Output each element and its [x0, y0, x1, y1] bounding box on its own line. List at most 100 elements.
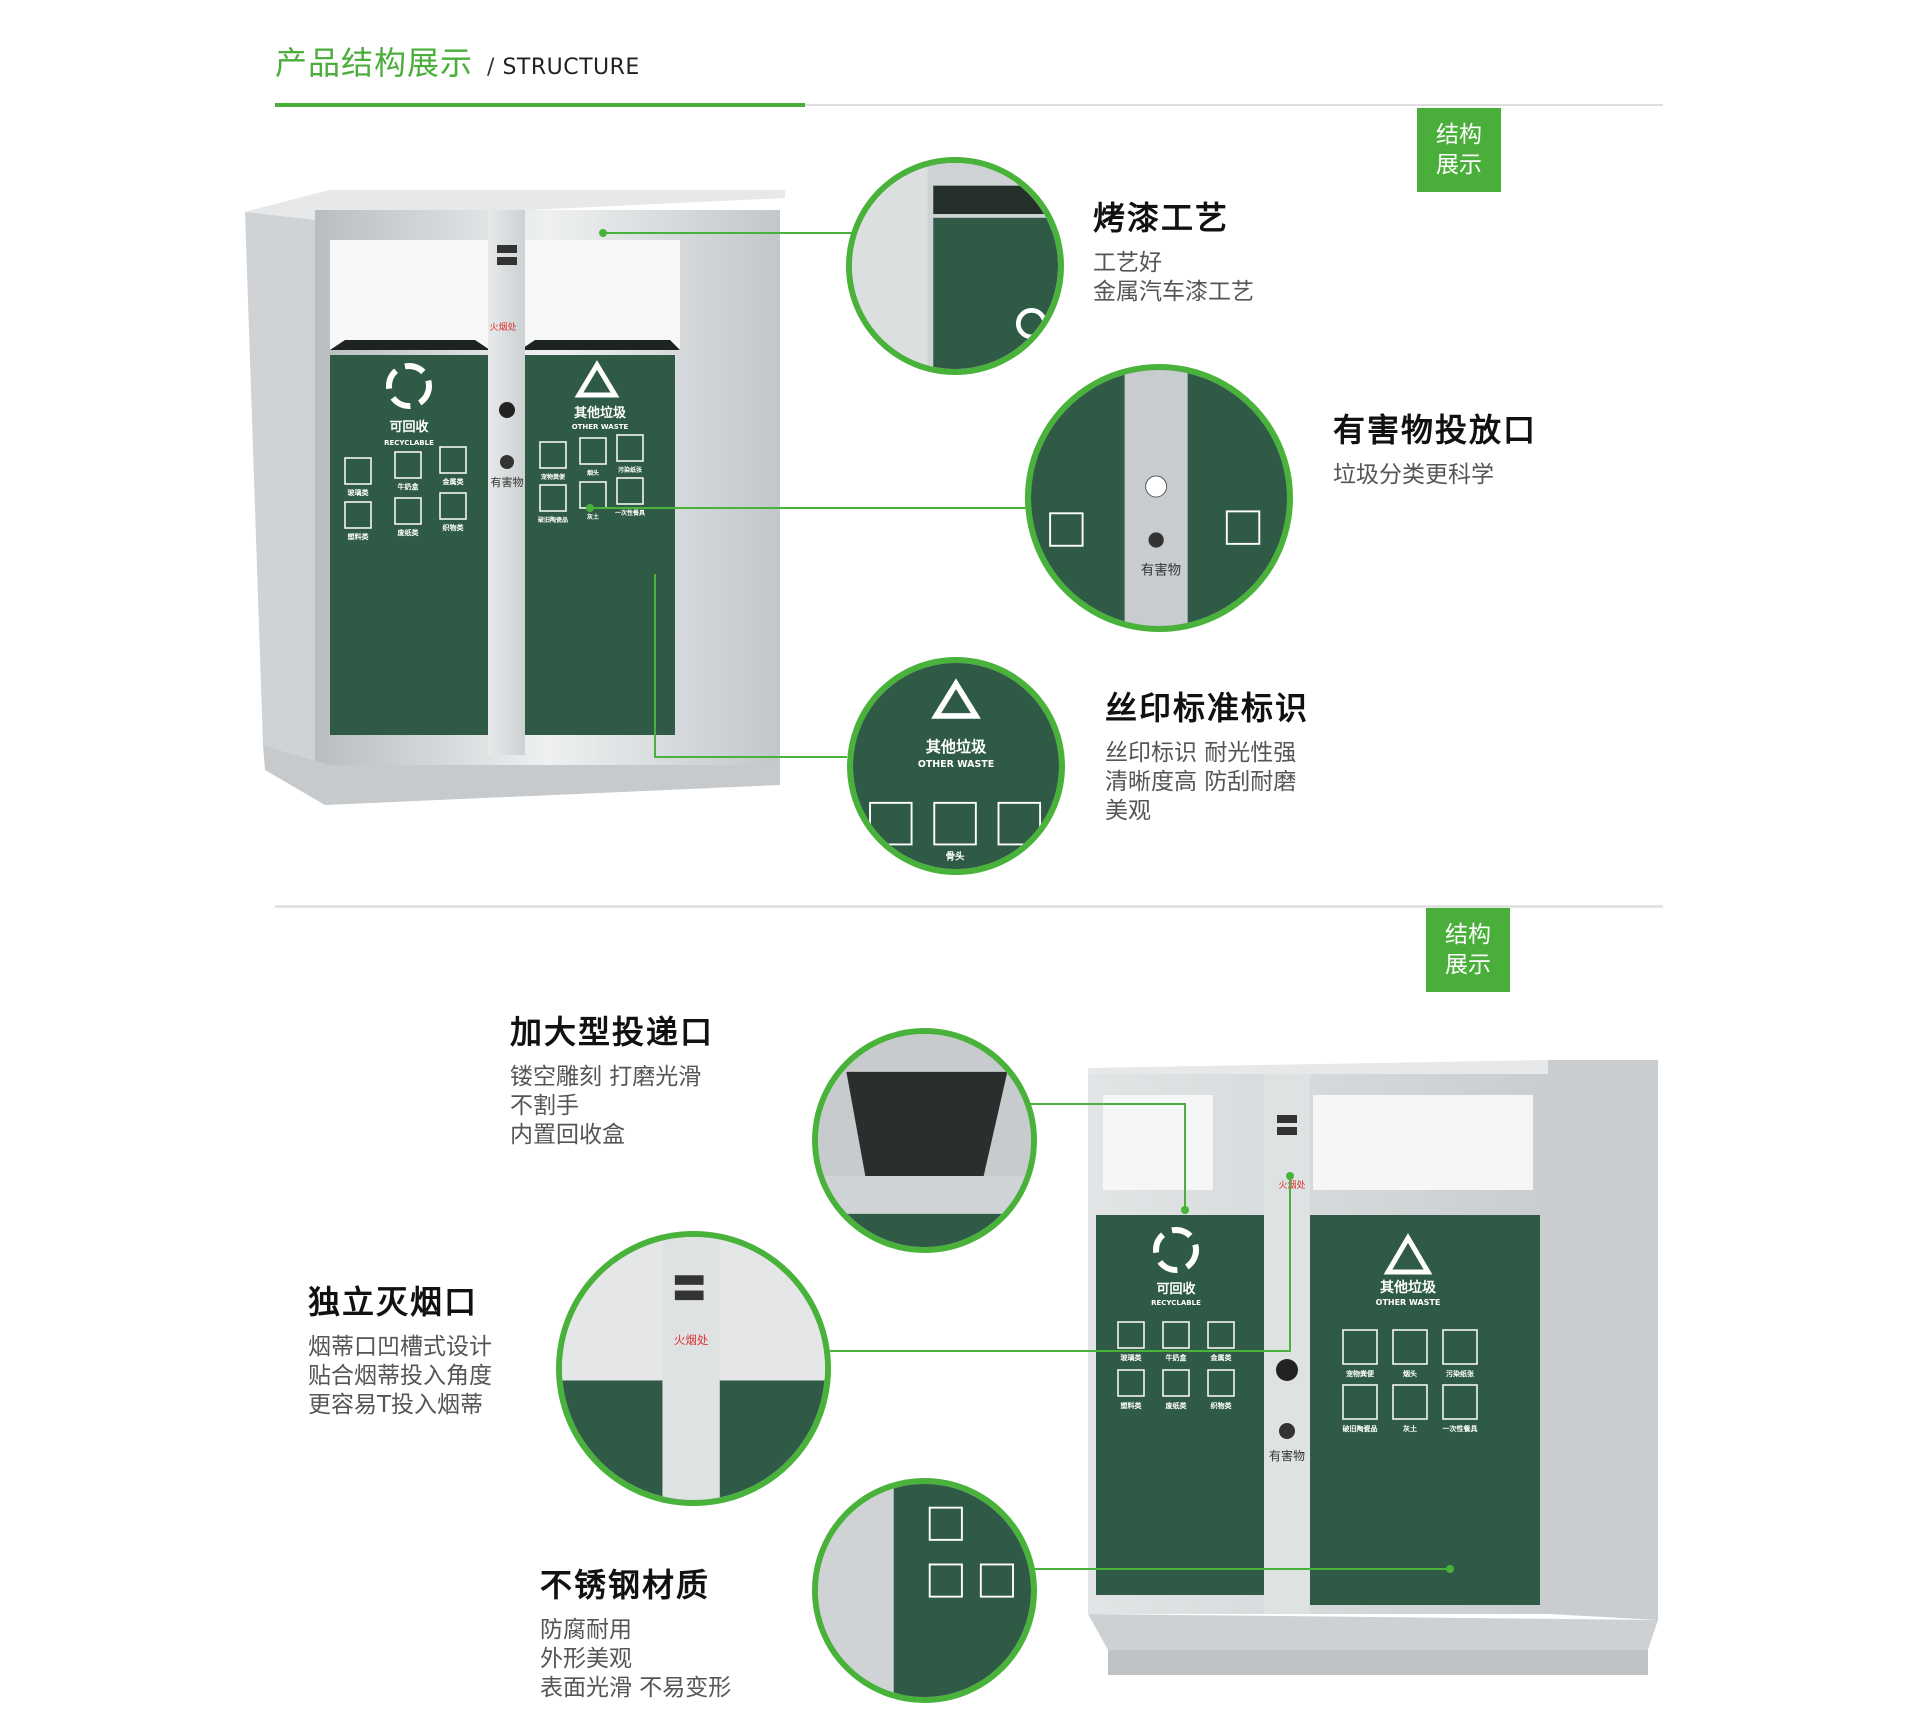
callout-dot [1286, 1172, 1294, 1180]
badge-line: 结构 [1445, 922, 1491, 948]
callout-dot [1446, 1565, 1454, 1573]
print-detail-drawing: 其他垃圾 OTHER WASTE 骨头 [853, 663, 1059, 869]
detail-circle-hazard: 有害物 [1025, 364, 1293, 632]
section-divider [275, 905, 1663, 908]
feature-paint: 烤漆工艺 工艺好 金属汽车漆工艺 [1093, 193, 1254, 307]
bin-item-label: 宠物粪便 [541, 473, 566, 481]
section-header: 产品结构展示 / STRUCTURE [275, 38, 640, 84]
bin-recyclable-label-cn: 可回收 [389, 419, 429, 435]
print-zoom-label-en: OTHER WASTE [918, 759, 994, 770]
bin-drawing-bottom: 可回收 RECYCLABLE 玻璃类 牛奶盒 金属类 塑料类 废纸类 织物类 其… [1088, 1060, 1658, 1675]
bin-item-label: 塑料类 [348, 532, 370, 541]
detail-circle-print: 其他垃圾 OTHER WASTE 骨头 [847, 657, 1065, 875]
bin-other-label-cn: 其他垃圾 [574, 405, 627, 421]
feature-line: 美观 [1105, 798, 1151, 824]
badge-line: 结构 [1436, 122, 1482, 148]
print-zoom-label-cn: 其他垃圾 [926, 738, 987, 756]
callout-line [1289, 1176, 1291, 1352]
structure-badge-top: 结构 展示 [1417, 108, 1501, 192]
feature-line: 防腐耐用 [540, 1617, 632, 1643]
feature-title: 独立灭烟口 [308, 1283, 479, 1321]
callout-line [1030, 1103, 1185, 1105]
badge-line: 展示 [1445, 952, 1491, 978]
ashtray-zoom-label: 火烟处 [674, 1333, 709, 1347]
bin-item-label: 金属类 [1210, 1353, 1233, 1362]
opening-detail-drawing [818, 1034, 1031, 1247]
feature-large-opening: 加大型投递口 镂空雕刻 打磨光滑 不割手 内置回收盒 [510, 1007, 714, 1150]
bin-item-label: 烟头 [587, 469, 599, 477]
bin-illustration-bottom: 可回收 RECYCLABLE 玻璃类 牛奶盒 金属类 塑料类 废纸类 织物类 其… [1088, 1060, 1658, 1680]
bin-item-label: 玻璃类 [348, 488, 370, 497]
feature-title: 烤漆工艺 [1093, 199, 1230, 237]
detail-circle-opening [812, 1028, 1037, 1253]
bin-item-label: 灰土 [1403, 1424, 1417, 1433]
callout-line [1028, 1568, 1448, 1570]
ashtray-detail-drawing: 火烟处 [562, 1237, 825, 1500]
bin-smoke-label: 火烟处 [489, 321, 516, 333]
bin-item-label: 烟头 [1403, 1369, 1417, 1378]
bin-item-label: 破旧陶瓷品 [538, 516, 568, 524]
detail-circle-paint [846, 157, 1064, 375]
feature-line: 工艺好 [1093, 250, 1162, 276]
header-rule-accent [275, 103, 805, 107]
feature-line: 丝印标识 耐光性强 [1105, 740, 1297, 766]
bin-other-label-cn: 其他垃圾 [1380, 1279, 1437, 1296]
bin-item-label: 宠物粪便 [1346, 1369, 1375, 1378]
feature-line: 更容易T投入烟蒂 [308, 1392, 484, 1418]
bin-item-label: 污染纸张 [618, 466, 643, 474]
feature-title: 丝印标准标识 [1105, 689, 1310, 727]
bin-item-label: 一次性餐具 [1443, 1424, 1478, 1433]
bin-recyclable-label-cn: 可回收 [1156, 1281, 1196, 1297]
detail-circle-steel [812, 1478, 1037, 1703]
bin-item-label: 破旧陶瓷品 [1343, 1424, 1378, 1433]
print-zoom-item: 骨头 [946, 851, 965, 863]
feature-hazard-slot: 有害物投放口 垃圾分类更科学 [1333, 405, 1537, 490]
bin-item-label: 玻璃类 [1121, 1353, 1143, 1362]
detail-circle-ashtray: 火烟处 [556, 1231, 831, 1506]
section-title-cn: 产品结构展示 [275, 44, 474, 82]
title-separator: / [487, 55, 495, 80]
bin-item-label: 灰土 [587, 513, 599, 521]
bin-item-label: 污染纸张 [1446, 1369, 1475, 1378]
header-rule [275, 104, 1663, 106]
bin-hazard-label: 有害物 [1269, 1448, 1305, 1463]
bin-item-label: 金属类 [442, 477, 465, 486]
callout-line [654, 756, 847, 758]
bin-item-label: 一次性餐具 [615, 509, 645, 517]
section-title-en: STRUCTURE [502, 55, 640, 80]
bin-item-label: 塑料类 [1121, 1401, 1143, 1410]
badge-line: 展示 [1436, 152, 1482, 178]
callout-line [590, 507, 1032, 509]
feature-line: 不割手 [510, 1093, 579, 1119]
bin-other-label-en: OTHER WASTE [1376, 1298, 1441, 1307]
bin-item-label: 废纸类 [1166, 1401, 1188, 1410]
bin-recyclable-label-en: RECYCLABLE [384, 439, 434, 447]
feature-line: 表面光滑 不易变形 [540, 1675, 732, 1701]
feature-line: 内置回收盒 [510, 1122, 625, 1148]
feature-line: 外形美观 [540, 1646, 632, 1672]
bin-other-label-en: OTHER WASTE [572, 423, 629, 431]
bin-item-label: 织物类 [443, 523, 465, 532]
feature-title: 加大型投递口 [510, 1013, 715, 1051]
callout-line [603, 232, 856, 234]
structure-badge-bottom: 结构 展示 [1426, 908, 1510, 992]
feature-silkscreen: 丝印标准标识 丝印标识 耐光性强 清晰度高 防刮耐磨 美观 [1105, 683, 1309, 826]
bin-smoke-label: 火烟处 [1278, 1179, 1305, 1191]
hazard-zoom-label: 有害物 [1141, 562, 1181, 578]
feature-ashtray: 独立灭烟口 烟蒂口凹槽式设计 贴合烟蒂投入角度 更容易T投入烟蒂 [308, 1277, 492, 1420]
steel-detail-drawing [818, 1484, 1031, 1697]
callout-line [1184, 1103, 1186, 1210]
bin-recyclable-label-en: RECYCLABLE [1151, 1299, 1201, 1307]
feature-line: 清晰度高 防刮耐磨 [1105, 769, 1297, 795]
bin-item-label: 牛奶盒 [1166, 1353, 1188, 1362]
hazard-detail-drawing: 有害物 [1031, 370, 1287, 626]
feature-title: 有害物投放口 [1333, 411, 1538, 449]
feature-line: 垃圾分类更科学 [1333, 462, 1494, 488]
feature-title: 不锈钢材质 [540, 1566, 711, 1604]
bin-item-label: 废纸类 [398, 528, 420, 537]
bin-drawing-top: 可回收 RECYCLABLE 玻璃类 牛奶盒 金属类 塑料类 废纸类 织物类 其… [245, 190, 785, 805]
bin-item-label: 织物类 [1211, 1401, 1233, 1410]
feature-stainless: 不锈钢材质 防腐耐用 外形美观 表面光滑 不易变形 [540, 1560, 731, 1703]
feature-line: 贴合烟蒂投入角度 [308, 1363, 492, 1389]
feature-line: 烟蒂口凹槽式设计 [308, 1334, 492, 1360]
